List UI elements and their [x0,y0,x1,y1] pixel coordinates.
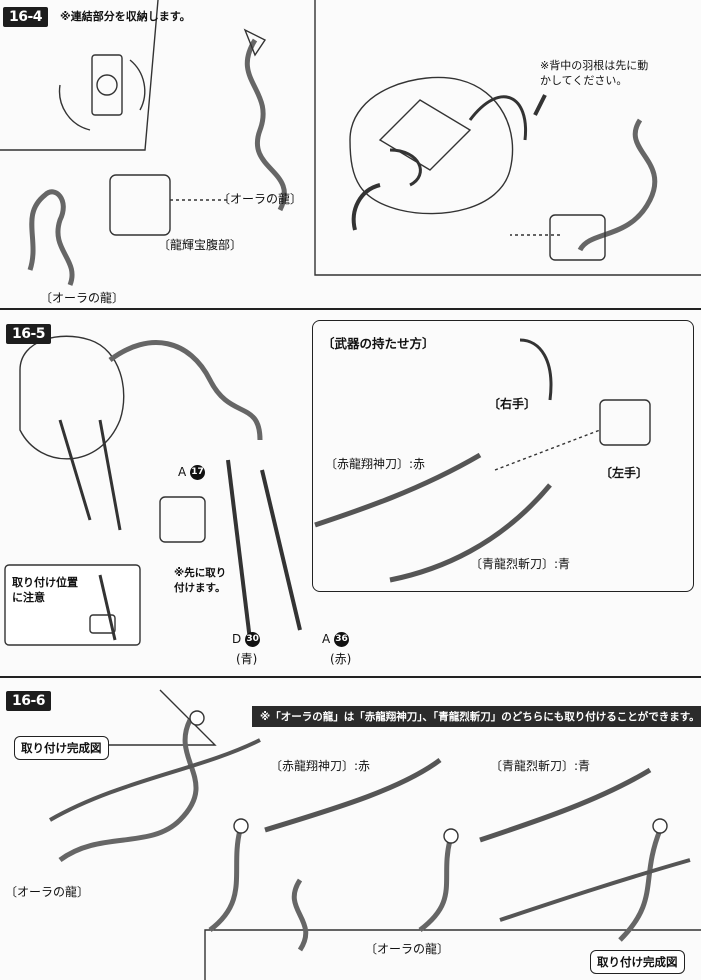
robot-body-art [19,335,125,460]
frame-line [314,0,701,276]
caution-position: 取り付け位置に注意 [12,576,78,604]
label-blue-sword-1666: 〔青龍烈斬刀〕:青 [490,759,591,773]
part-d30-label: D 30 [232,632,261,647]
step-badge-16-4: 16-4 [3,7,49,27]
part-a2-color: (赤) [330,652,352,666]
step-badge-16-5: 16-5 [6,324,52,344]
attach-note-banner: ※「オーラの龍」は「赤龍翔神刀」、「青龍烈斬刀」のどちらにも取り付けることができ… [252,706,701,727]
complete-diagram-right: 取り付け完成図 [590,950,685,974]
weapons-panel [312,320,694,592]
robot-body-art [349,76,514,215]
section-divider [0,676,701,678]
part-a36-label: A 36 [322,632,350,647]
label-left-hand: 〔左手〕 [600,466,649,480]
label-red-sword: 〔赤龍翔神刀〕:赤 [325,457,426,471]
red-sword-art [314,452,482,528]
connector-part [91,54,123,116]
section-divider [0,308,701,310]
note-attach-first: ※先に取り付けます。 [174,567,227,594]
rotate-arrow [58,84,91,131]
part-d-color: (青) [236,652,258,666]
aura-dragon-art [27,189,75,286]
part-a2-letter: A [322,632,331,646]
part-d-letter: D [232,632,242,646]
complete-diagram-left: 取り付け完成図 [14,736,109,760]
part-a17 [159,496,206,543]
label-aura-left: 〔オーラの龍〕 [5,885,90,899]
label-aura-dragon-top: 〔オーラの龍〕 [218,192,303,206]
label-aura-dragon-bottom: 〔オーラの龍〕 [40,291,125,305]
label-blue-sword: 〔青龍烈斬刀〕:青 [470,557,571,571]
label-dragon-treasure: 〔龍輝宝腹部〕 [158,238,243,252]
dragon-treasure-part [109,174,171,236]
blue-sword-art [389,483,552,583]
label-right-hand: 〔右手〕 [488,397,537,411]
label-red-sword-1666: 〔赤龍翔神刀〕:赤 [270,759,371,773]
frame-line [0,0,159,151]
label-aura-right: 〔オーラの龍〕 [365,942,450,956]
blue-sword-art [479,767,652,843]
sword-art [226,459,252,641]
weapons-title: 〔武器の持たせ方〕 [322,336,435,351]
step-badge-16-6: 16-6 [6,691,52,711]
part-a-number: 17 [190,465,206,480]
aura-dragon-art [244,38,287,212]
part-a2-number: 36 [334,632,350,647]
note-wings: ※背中の羽根は先に動かしてください。 [540,59,649,87]
part-d-number: 30 [245,632,261,647]
part-a-letter: A [178,465,187,479]
note-connect: ※連結部分を収納します。 [60,10,191,23]
red-sword-art [264,757,442,833]
aura-dragon-art [58,718,199,863]
part-a17-label: A 17 [178,465,206,480]
sword-art [260,469,302,631]
